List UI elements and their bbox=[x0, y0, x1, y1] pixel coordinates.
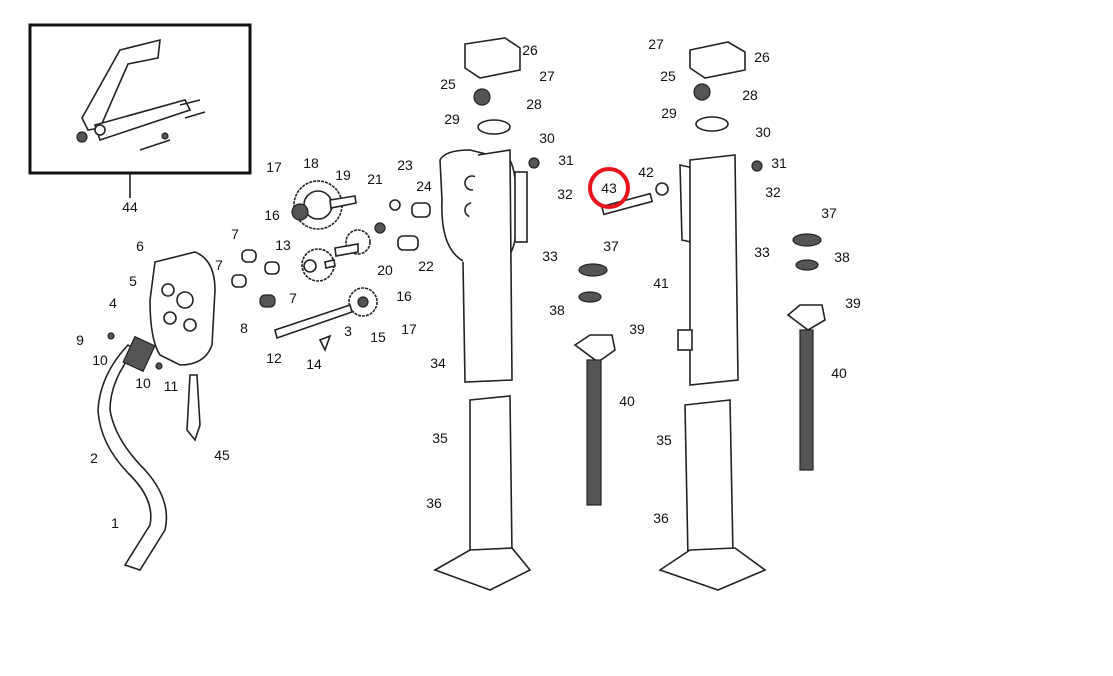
callout-label-16: 16 bbox=[264, 207, 280, 223]
callout-label-17: 17 bbox=[401, 321, 417, 337]
callout-label-9: 9 bbox=[76, 332, 84, 348]
callout-label-30: 30 bbox=[755, 124, 771, 140]
callout-label-11: 11 bbox=[164, 378, 179, 394]
callout-label-36: 36 bbox=[426, 495, 442, 511]
callout-label-15: 15 bbox=[370, 329, 386, 345]
callout-label-34: 34 bbox=[430, 355, 446, 371]
callout-label-2: 2 bbox=[90, 450, 98, 466]
callout-label-21: 21 bbox=[367, 171, 383, 187]
callout-label-40: 40 bbox=[619, 393, 635, 409]
callout-label-19: 19 bbox=[335, 167, 351, 183]
callout-label-39: 39 bbox=[629, 321, 645, 337]
callout-label-25: 25 bbox=[440, 76, 456, 92]
callout-label-37: 37 bbox=[821, 205, 837, 221]
callout-label-31: 31 bbox=[771, 155, 787, 171]
callout-label-27: 27 bbox=[648, 36, 664, 52]
callout-label-37: 37 bbox=[603, 238, 619, 254]
callout-label-45: 45 bbox=[214, 447, 230, 463]
highlight-circle bbox=[588, 167, 630, 209]
callout-label-32: 32 bbox=[765, 184, 781, 200]
callout-label-25: 25 bbox=[660, 68, 676, 84]
callout-label-36: 36 bbox=[653, 510, 669, 526]
callout-label-32: 32 bbox=[557, 186, 573, 202]
callout-label-17: 17 bbox=[266, 159, 282, 175]
callout-label-20: 20 bbox=[377, 262, 393, 278]
callout-label-35: 35 bbox=[432, 430, 448, 446]
callout-label-40: 40 bbox=[831, 365, 847, 381]
callout-label-44: 44 bbox=[122, 199, 138, 215]
callout-label-31: 31 bbox=[558, 152, 574, 168]
callout-label-28: 28 bbox=[526, 96, 542, 112]
callout-label-10: 10 bbox=[92, 352, 108, 368]
right-jack-assembly bbox=[658, 41, 826, 591]
callout-label-43: 43 bbox=[601, 180, 617, 196]
callout-label-3: 3 bbox=[344, 323, 352, 339]
callout-label-39: 39 bbox=[845, 295, 861, 311]
callout-label-8: 8 bbox=[240, 320, 248, 336]
callout-label-28: 28 bbox=[742, 87, 758, 103]
callout-label-14: 14 bbox=[306, 356, 322, 372]
callout-label-1: 1 bbox=[111, 515, 119, 531]
callout-label-7: 7 bbox=[231, 226, 239, 242]
gear-cover-plate bbox=[149, 251, 216, 442]
callout-label-18: 18 bbox=[303, 155, 319, 171]
callout-label-42: 42 bbox=[638, 164, 654, 180]
callout-label-10: 10 bbox=[135, 375, 151, 391]
callout-label-41: 41 bbox=[653, 275, 669, 291]
callout-label-38: 38 bbox=[549, 302, 565, 318]
crank-handle-part bbox=[97, 332, 168, 571]
callout-label-27: 27 bbox=[539, 68, 555, 84]
callout-label-29: 29 bbox=[661, 105, 677, 121]
callout-label-5: 5 bbox=[129, 273, 137, 289]
callout-label-22: 22 bbox=[418, 258, 434, 274]
callout-label-7: 7 bbox=[289, 290, 297, 306]
callout-label-30: 30 bbox=[539, 130, 555, 146]
gear-train-parts bbox=[231, 180, 431, 353]
callout-label-29: 29 bbox=[444, 111, 460, 127]
inset-crank-handle bbox=[28, 23, 252, 175]
callout-label-6: 6 bbox=[136, 238, 144, 254]
callout-label-24: 24 bbox=[416, 178, 432, 194]
callout-label-23: 23 bbox=[397, 157, 413, 173]
callout-label-38: 38 bbox=[834, 249, 850, 265]
callout-label-12: 12 bbox=[266, 350, 282, 366]
callout-label-7: 7 bbox=[215, 257, 223, 273]
callout-label-16: 16 bbox=[396, 288, 412, 304]
callout-label-26: 26 bbox=[522, 42, 538, 58]
callout-label-35: 35 bbox=[656, 432, 672, 448]
callout-label-33: 33 bbox=[754, 244, 770, 260]
callout-label-33: 33 bbox=[542, 248, 558, 264]
left-jack-assembly bbox=[433, 37, 669, 591]
callout-label-26: 26 bbox=[754, 49, 770, 65]
callout-label-13: 13 bbox=[275, 237, 291, 253]
callout-label-4: 4 bbox=[109, 295, 117, 311]
